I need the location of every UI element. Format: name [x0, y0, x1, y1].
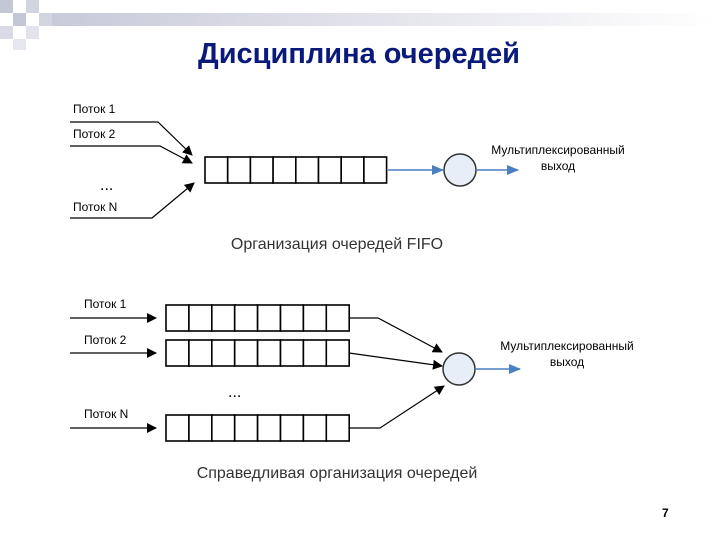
fair-queue-n-slot-4	[233, 414, 259, 442]
fifo-flow-n-label: Поток N	[73, 200, 117, 214]
fifo-queue-slot-8	[363, 156, 388, 184]
fair-queue-n-slot-3	[211, 414, 236, 442]
fifo-flow-n-line	[70, 182, 195, 219]
fair-output-label-line1: Мультиплексированный	[500, 339, 634, 353]
fair-queue-1-slot-4	[233, 304, 259, 332]
fair-queue-1-slot-1	[165, 304, 190, 332]
fifo-queue-slot-4	[272, 156, 297, 184]
fifo-queue-slot-6	[317, 156, 343, 184]
fair-queue-2	[165, 339, 350, 367]
fifo-flow-1-label: Поток 1	[73, 102, 116, 116]
fair-queue-n-slot-7	[302, 414, 328, 442]
title-gradient-bar	[52, 13, 718, 26]
fifo-flow-2-line	[70, 145, 193, 164]
fair-queue-2-slot-7	[302, 339, 328, 367]
fifo-queue-slot-2	[226, 156, 252, 184]
fair-queue-n-to-node	[349, 385, 445, 429]
fair-queue-1-slot-3	[211, 304, 236, 332]
fair-mux-node	[442, 352, 476, 386]
fair-queue-1-slot-6	[279, 304, 305, 332]
fifo-queue-slot-1	[204, 156, 229, 184]
slide-title: Дисциплина очередей	[198, 38, 520, 70]
fair-queue-n	[165, 414, 350, 442]
fair-queue-2-slot-8	[325, 339, 350, 367]
fair-flow-2-label: Поток 2	[84, 333, 127, 347]
fair-flow-1-label: Поток 1	[84, 297, 127, 311]
fifo-caption: Организация очередей FIFO	[231, 236, 443, 253]
fifo-queue-slot-7	[340, 156, 365, 184]
fair-queue-2-slot-6	[279, 339, 305, 367]
fair-ellipsis: ...	[228, 384, 241, 401]
page-number: 7	[662, 506, 669, 520]
fair-queue-2-to-node	[348, 352, 443, 370]
fair-queue-2-slot-4	[233, 339, 259, 367]
fifo-flow-2-label: Поток 2	[73, 127, 116, 141]
fair-queue-2-slot-5	[256, 339, 282, 367]
fifo-queue-slot-5	[294, 156, 320, 184]
fair-queue-n-slot-6	[279, 414, 305, 442]
fair-queue-n-slot-1	[165, 414, 190, 442]
fair-queue-1-slot-7	[302, 304, 328, 332]
fifo-section: Поток 1 Поток 2 ... Поток N Мультиплекси…	[70, 102, 625, 253]
fair-queue-2-slot-2	[188, 339, 213, 367]
fifo-output-label-line2: выход	[541, 159, 575, 173]
fifo-flow-1-line	[70, 121, 193, 156]
fair-queue-1-slot-2	[188, 304, 213, 332]
fair-queue-n-slot-8	[325, 414, 350, 442]
fair-queue-2-slot-3	[211, 339, 236, 367]
fair-queue-n-slot-2	[188, 414, 213, 442]
corner-decoration	[0, 0, 60, 50]
fair-queue-1	[165, 304, 350, 332]
fair-queue-2-slot-1	[165, 339, 190, 367]
fifo-mux-node	[443, 153, 477, 187]
fifo-queue-slot-3	[249, 156, 274, 184]
fair-queue-1-slot-5	[256, 304, 282, 332]
fifo-ellipsis: ...	[100, 177, 113, 194]
fair-queue-1-to-node	[349, 317, 443, 353]
fair-output-label-line2: выход	[550, 355, 584, 369]
fair-caption: Справедливая организация очередей	[197, 465, 478, 482]
fifo-queue	[204, 156, 388, 184]
fair-queue-n-slot-5	[256, 414, 282, 442]
fifo-output-label-line1: Мультиплексированный	[491, 143, 625, 157]
fair-flow-n-label: Поток N	[84, 407, 128, 421]
fair-section: Поток 1 Поток 2 Поток N ... Мультиплекси…	[70, 297, 634, 482]
fair-queue-1-slot-8	[325, 304, 350, 332]
